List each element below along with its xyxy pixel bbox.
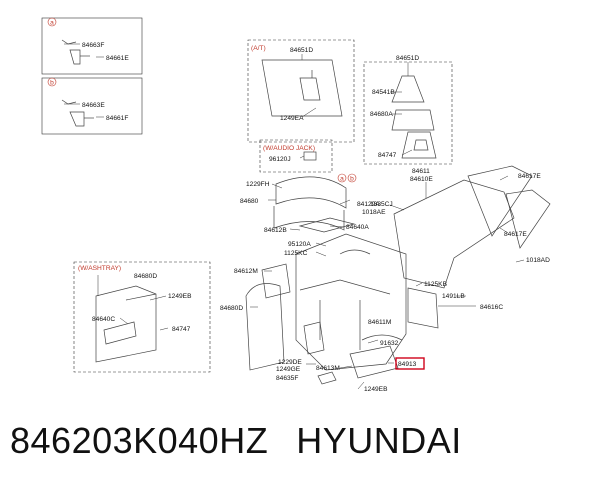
label-84612B: 84612B — [264, 227, 287, 234]
tag-ab-a: a — [340, 176, 344, 183]
label-1249EB: 1249EB — [364, 386, 388, 393]
tag-audio: (W/AUDIO JACK) — [263, 145, 315, 152]
label-84635F: 84635F — [276, 375, 298, 382]
label-84611M: 84611M — [368, 319, 391, 326]
label-1125KC: 1125KC — [284, 250, 308, 257]
highlight-box — [395, 357, 425, 370]
tag-ashtray: (W/ASHTRAY) — [78, 265, 121, 272]
label-84617E-bottom: 84617E — [504, 231, 527, 238]
part-number: 846203K040HZ — [10, 420, 269, 461]
leader-lines — [64, 43, 525, 390]
label-84541B: 84541B — [372, 89, 395, 96]
part-sketches — [61, 39, 551, 385]
box-a — [41, 17, 143, 75]
label-1229DE: 1229DE — [278, 359, 302, 366]
label-84747: 84747 — [378, 152, 397, 159]
label-1335CJ: 1335CJ — [370, 201, 393, 208]
label-84613M: 84613M — [316, 365, 340, 372]
label-1249EA: 1249EA — [280, 115, 304, 122]
label-84661E: 84661E — [106, 55, 129, 62]
label-1491LB: 1491LB — [442, 293, 465, 300]
label-1018AD: 1018AD — [526, 257, 550, 264]
tag-b: b — [50, 80, 54, 87]
box-audio — [259, 139, 333, 173]
label-knob-84651D: 84651D — [396, 55, 419, 62]
label-ashtray-1249EB: 1249EB — [168, 293, 192, 300]
label-ashtray-84747: 84747 — [172, 326, 191, 333]
label-1249GE: 1249GE — [276, 366, 301, 373]
label-91632: 91632 — [380, 340, 399, 347]
label-84129A: 84129A — [357, 201, 380, 208]
tag-a: a — [50, 20, 54, 27]
label-1018AE: 1018AE — [362, 209, 386, 216]
label-84680D: 84680D — [220, 305, 243, 312]
box-at — [247, 39, 355, 143]
label-84611: 84611 — [412, 168, 430, 175]
label-84663F: 84663F — [82, 42, 104, 49]
brand-name: HYUNDAI — [296, 420, 462, 461]
diagram-canvas: a b (A/T) (W/AUDIO JACK) (W/ASHTRAY) a b… — [41, 17, 551, 393]
label-84680A: 84680A — [370, 111, 393, 118]
label-84612M: 84612M — [234, 268, 258, 275]
label-ashtray-84680D: 84680D — [134, 273, 157, 280]
label-96120J: 96120J — [269, 156, 291, 163]
box-b — [41, 77, 143, 135]
label-84610E: 84610E — [410, 176, 433, 183]
label-84640C: 84640C — [92, 316, 115, 323]
label-84617E-top: 84617E — [518, 173, 541, 180]
label-1229FH: 1229FH — [246, 181, 270, 188]
label-84680: 84680 — [240, 198, 259, 205]
label-at-84651D: 84651D — [290, 47, 313, 54]
tag-at: (A/T) — [251, 45, 266, 52]
label-84616C: 84616C — [480, 304, 503, 311]
section-tags: a b (A/T) (W/AUDIO JACK) (W/ASHTRAY) a b — [47, 17, 357, 272]
label-84663E: 84663E — [82, 102, 105, 109]
label-84640A: 84640A — [346, 224, 369, 231]
label-84913: 84913 — [398, 361, 417, 368]
tag-ab-b: b — [350, 176, 354, 183]
label-1125KB: 1125KB — [424, 281, 448, 288]
part-labels: 84663F 84661E 84663E 84661F 84651D 1249E… — [82, 42, 550, 393]
caption: 846203K040HZ HYUNDAI — [10, 420, 590, 474]
box-ashtray — [73, 261, 211, 373]
label-95120A: 95120A — [288, 241, 311, 248]
label-84661F: 84661F — [106, 115, 128, 122]
